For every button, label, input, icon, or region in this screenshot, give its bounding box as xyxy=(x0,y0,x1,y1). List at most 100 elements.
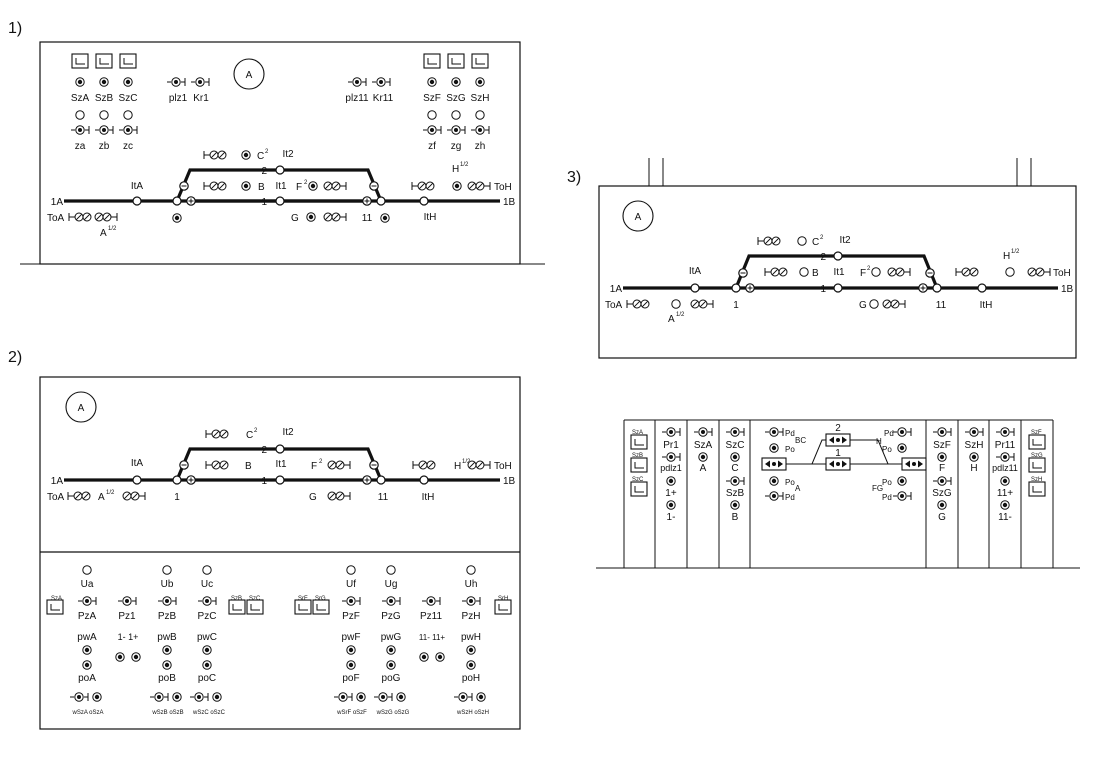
push-button-icon[interactable] xyxy=(312,599,330,615)
p2-sz-label-a: SzA xyxy=(51,596,62,602)
indicator-dot-icon xyxy=(730,452,740,462)
switch-minus-icon[interactable] xyxy=(738,268,748,278)
key-switch-icon[interactable] xyxy=(422,125,442,135)
key-switch-icon[interactable] xyxy=(764,427,784,437)
signal-button-icon[interactable] xyxy=(241,150,251,160)
key-switch-icon[interactable] xyxy=(189,692,209,702)
lamp-icon xyxy=(466,565,476,575)
switch-plus-icon[interactable] xyxy=(362,196,372,206)
key-switch-icon[interactable] xyxy=(166,77,186,87)
key-switch-icon[interactable] xyxy=(453,692,473,702)
route-arrow-icon[interactable] xyxy=(825,457,851,471)
switch-plus-icon[interactable] xyxy=(186,475,196,485)
indicator-dot-icon xyxy=(451,77,461,87)
lamp-icon xyxy=(797,236,807,246)
key-switch-icon[interactable] xyxy=(77,596,97,606)
push-button-icon[interactable] xyxy=(95,53,113,69)
key-switch-icon[interactable] xyxy=(118,125,138,135)
p4-mid-po2: Po xyxy=(785,478,795,487)
switch-plus-icon[interactable] xyxy=(186,196,196,206)
push-button-icon[interactable] xyxy=(630,434,648,450)
switch-plus-icon[interactable] xyxy=(918,283,928,293)
switch-minus-icon[interactable] xyxy=(369,460,379,470)
push-button-icon[interactable] xyxy=(630,481,648,497)
key-switch-icon[interactable] xyxy=(932,427,952,437)
key-switch-icon[interactable] xyxy=(661,452,681,462)
push-button-icon[interactable] xyxy=(46,599,64,615)
key-switch-icon[interactable] xyxy=(995,452,1015,462)
key-switch-icon[interactable] xyxy=(149,692,169,702)
route-arrow-icon[interactable] xyxy=(761,457,787,471)
push-button-icon[interactable] xyxy=(1028,481,1046,497)
push-button-icon[interactable] xyxy=(1028,434,1046,450)
push-button-icon[interactable] xyxy=(630,457,648,473)
switch-minus-icon[interactable] xyxy=(925,268,935,278)
key-switch-icon[interactable] xyxy=(157,596,177,606)
route-button-icon[interactable] xyxy=(435,652,445,662)
key-switch-icon[interactable] xyxy=(725,427,745,437)
route-button-icon[interactable] xyxy=(115,652,125,662)
key-switch-icon[interactable] xyxy=(94,125,114,135)
switch-plus-icon[interactable] xyxy=(745,283,755,293)
signal-head-icon xyxy=(67,491,91,501)
push-button-icon[interactable] xyxy=(1028,457,1046,473)
signal-button-icon[interactable] xyxy=(241,181,251,191)
p4-right-szg: SzG xyxy=(1031,453,1043,459)
switch-minus-icon[interactable] xyxy=(179,460,189,470)
key-switch-icon[interactable] xyxy=(190,77,210,87)
route-button-icon[interactable] xyxy=(131,652,141,662)
push-button-icon[interactable] xyxy=(294,599,312,615)
push-button-icon[interactable] xyxy=(246,599,264,615)
key-switch-icon[interactable] xyxy=(932,476,952,486)
push-button-icon[interactable] xyxy=(228,599,246,615)
p1-label-zc: zc xyxy=(123,141,133,152)
key-switch-icon[interactable] xyxy=(725,476,745,486)
key-switch-icon[interactable] xyxy=(333,692,353,702)
key-switch-icon[interactable] xyxy=(373,692,393,702)
point-button-icon[interactable] xyxy=(380,213,390,223)
key-switch-icon[interactable] xyxy=(764,491,784,501)
key-switch-icon[interactable] xyxy=(964,427,984,437)
key-switch-icon[interactable] xyxy=(371,77,391,87)
route-arrow-icon[interactable] xyxy=(825,433,851,447)
switch-minus-icon[interactable] xyxy=(179,181,189,191)
signal-button-icon[interactable] xyxy=(452,181,462,191)
key-switch-icon[interactable] xyxy=(446,125,466,135)
p1-label-zh: zh xyxy=(475,141,486,152)
signal-button-icon[interactable] xyxy=(306,212,316,222)
key-switch-icon[interactable] xyxy=(461,596,481,606)
push-button-icon[interactable] xyxy=(494,599,512,615)
key-switch-icon[interactable] xyxy=(347,77,367,87)
route-arrow-icon[interactable] xyxy=(901,457,927,471)
p2-label-wszb: wSzB oSzB xyxy=(151,710,183,716)
p2-label-pzc: PzC xyxy=(198,611,217,622)
key-switch-icon[interactable] xyxy=(70,125,90,135)
push-button-icon[interactable] xyxy=(471,53,489,69)
key-switch-icon[interactable] xyxy=(892,427,912,437)
key-switch-icon[interactable] xyxy=(117,596,137,606)
key-switch-icon[interactable] xyxy=(995,427,1015,437)
p2-signal-a-sup: 1/2 xyxy=(106,490,115,496)
signal-button-icon[interactable] xyxy=(308,181,318,191)
push-button-icon[interactable] xyxy=(423,53,441,69)
push-button-icon[interactable] xyxy=(71,53,89,69)
key-switch-icon[interactable] xyxy=(69,692,89,702)
switch-minus-icon[interactable] xyxy=(369,181,379,191)
point-button-icon[interactable] xyxy=(172,213,182,223)
key-switch-icon[interactable] xyxy=(341,596,361,606)
key-switch-icon[interactable] xyxy=(470,125,490,135)
key-switch-icon[interactable] xyxy=(381,596,401,606)
route-button-icon[interactable] xyxy=(419,652,429,662)
push-button-icon[interactable] xyxy=(447,53,465,69)
key-switch-icon[interactable] xyxy=(693,427,713,437)
push-button-icon[interactable] xyxy=(119,53,137,69)
key-switch-icon[interactable] xyxy=(197,596,217,606)
p4-c7-11plus: 11+ xyxy=(997,488,1013,499)
p3-signal-c-sup: 2 xyxy=(820,235,824,241)
key-switch-icon[interactable] xyxy=(892,491,912,501)
key-switch-icon[interactable] xyxy=(661,427,681,437)
p1-track-2: 2 xyxy=(261,166,267,177)
switch-plus-icon[interactable] xyxy=(362,475,372,485)
key-switch-icon[interactable] xyxy=(421,596,441,606)
